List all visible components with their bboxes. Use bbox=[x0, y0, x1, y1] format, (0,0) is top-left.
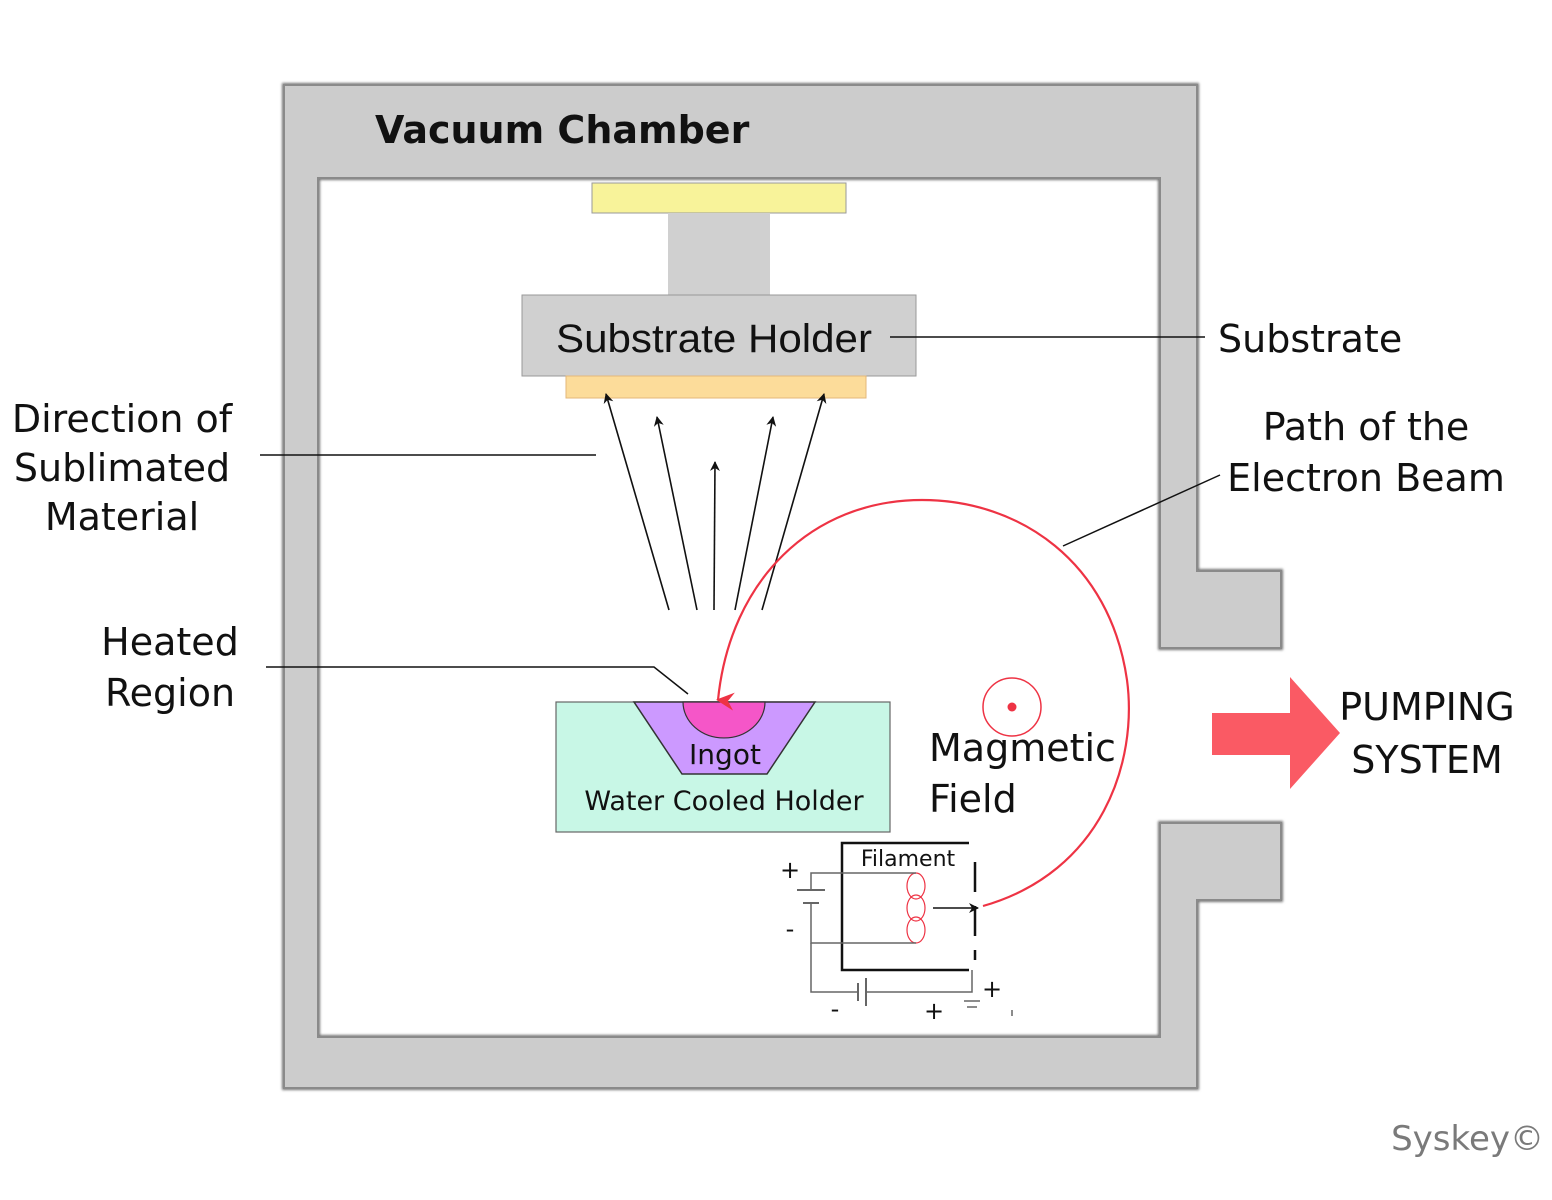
direction-label-line1: Direction of bbox=[12, 397, 234, 441]
substrate bbox=[565, 375, 867, 399]
pumping-label-line1: PUMPING bbox=[1339, 685, 1515, 729]
vacuum-chamber bbox=[282, 83, 1283, 1090]
electron-beam-path bbox=[716, 498, 1130, 908]
vapor-arrow-5 bbox=[761, 393, 827, 611]
beam-label-line1: Path of the bbox=[1263, 405, 1470, 449]
filament-supply bbox=[797, 872, 916, 944]
filament-label: Filament bbox=[861, 847, 956, 872]
chamber-wall bbox=[282, 83, 1283, 1090]
substrate-holder-label: Substrate Holder bbox=[556, 317, 872, 361]
plus-sign-right: + bbox=[982, 975, 1002, 1003]
vapor-arrow-2 bbox=[653, 416, 698, 611]
right-arrow-icon bbox=[1212, 677, 1340, 789]
substrate-label: Substrate bbox=[1218, 317, 1402, 361]
chamber-wall-fill bbox=[283, 84, 1282, 1089]
sublimation-arrows bbox=[603, 393, 827, 611]
beam-label-line2: Electron Beam bbox=[1227, 456, 1505, 500]
direction-label-line2: Sublimated bbox=[14, 446, 230, 490]
beam-leader bbox=[1062, 474, 1221, 547]
holder-shaft bbox=[668, 213, 770, 295]
vapor-arrow-4 bbox=[734, 416, 777, 611]
substrate-holder bbox=[521, 294, 917, 377]
heated-region bbox=[682, 701, 766, 739]
heated-leader bbox=[266, 666, 689, 695]
ingot-label: Ingot bbox=[689, 738, 761, 771]
field-out-of-page-icon bbox=[982, 677, 1042, 737]
direction-label-line3: Material bbox=[45, 495, 199, 539]
credit-label: Syskey© bbox=[1391, 1119, 1544, 1159]
filament-coil bbox=[906, 872, 926, 944]
heated-label-line2: Region bbox=[105, 671, 235, 715]
gun-housing bbox=[840, 841, 969, 972]
magnetic-label-line1: Magmetic bbox=[929, 726, 1116, 770]
pumping-label-line2: SYSTEM bbox=[1351, 738, 1502, 782]
water-holder-label: Water Cooled Holder bbox=[584, 786, 864, 817]
vapor-arrow-3 bbox=[709, 461, 720, 611]
vapor-arrow-1 bbox=[603, 393, 670, 611]
plus-sign-upper: + bbox=[780, 856, 800, 884]
chamber-title: Vacuum Chamber bbox=[375, 108, 750, 152]
magnetic-label-line2: Field bbox=[929, 777, 1017, 821]
top-plate bbox=[591, 182, 847, 214]
minus-sign-upper: - bbox=[786, 915, 795, 943]
plus-sign-lower: + bbox=[924, 997, 944, 1025]
minus-sign-lower: - bbox=[831, 995, 840, 1023]
heated-label-line1: Heated bbox=[101, 620, 239, 664]
electron-gun bbox=[797, 841, 1013, 1016]
high-voltage-supply bbox=[810, 943, 1013, 1016]
